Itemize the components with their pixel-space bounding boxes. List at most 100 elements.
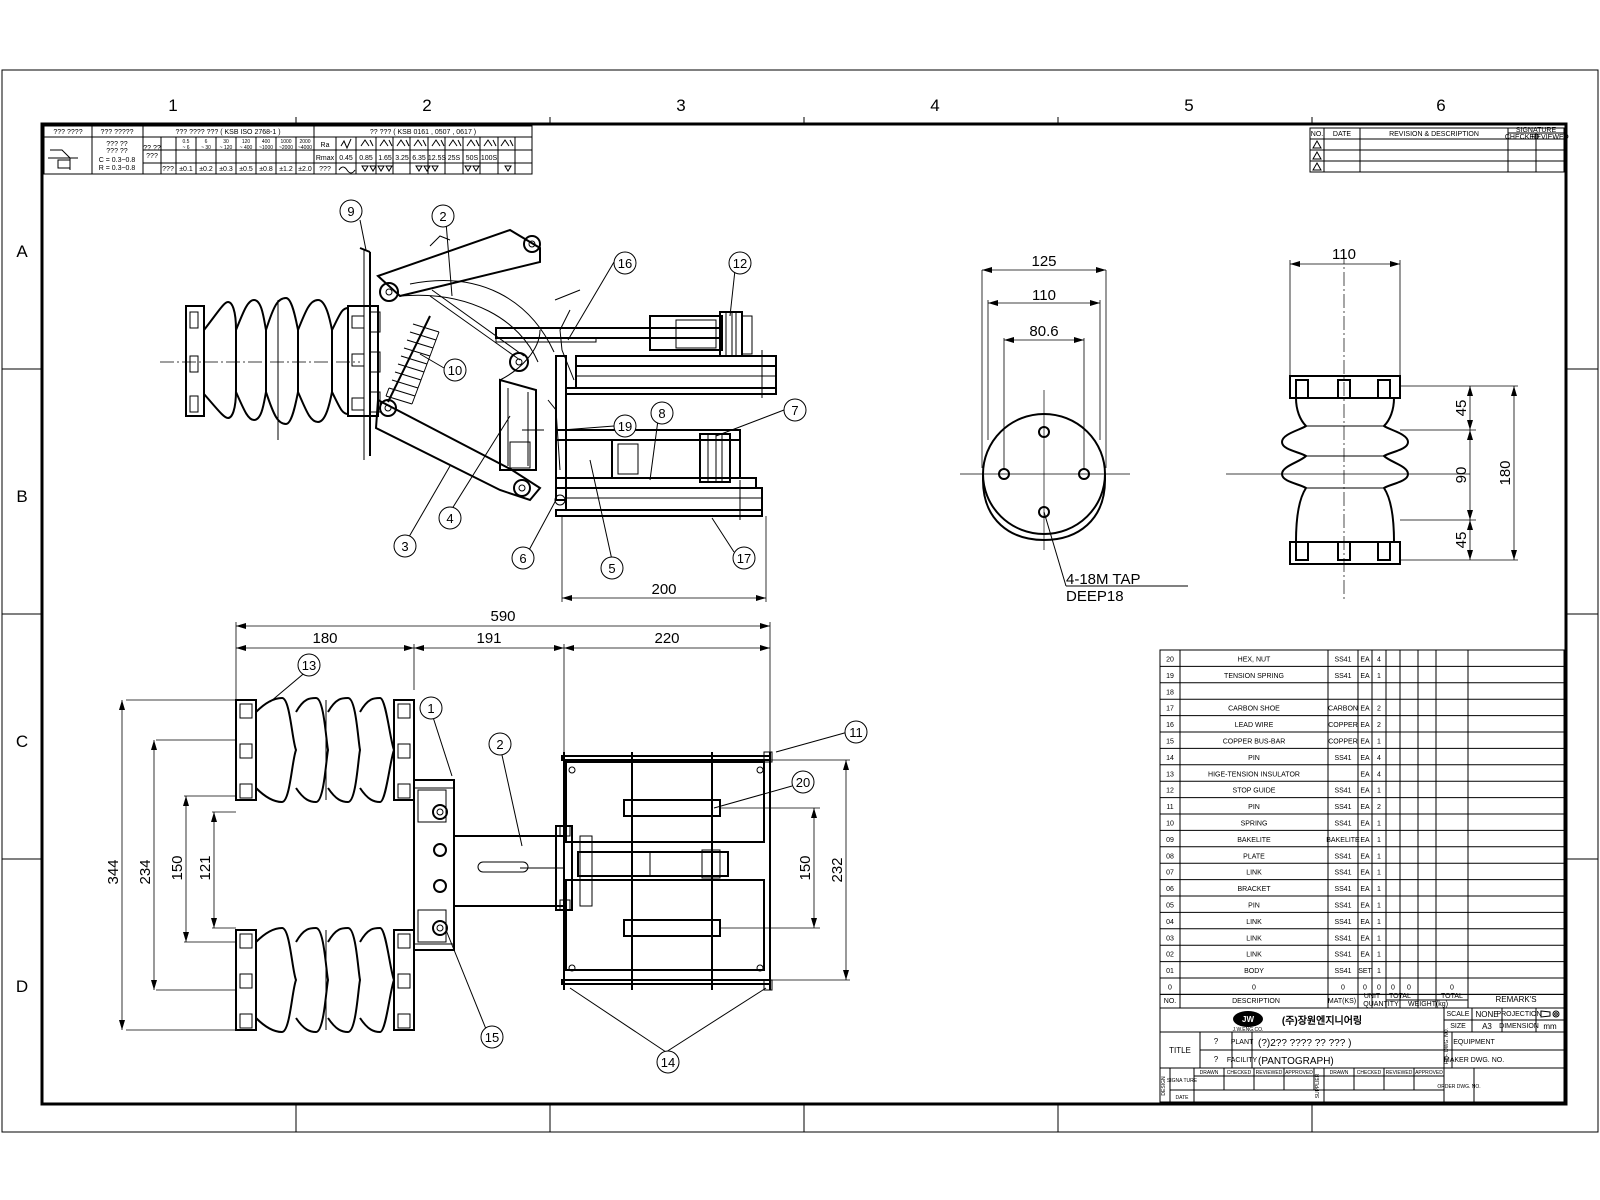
tol-h3: ??? ???? ??? ( KSB ISO 2768-1 ) (175, 129, 280, 136)
dim-180b-text: 180 (312, 630, 337, 647)
tol-range-2-0: 30 (223, 139, 229, 145)
bom-qty-16: 1 (1377, 919, 1381, 926)
bom-desc-1: TENSION SPRING (1224, 673, 1284, 680)
bom-qty-19: 1 (1377, 968, 1381, 975)
dim-590-text: 590 (490, 608, 515, 625)
bom-mat-19: SS41 (1334, 968, 1351, 975)
title-label: TITLE (1169, 1046, 1191, 1055)
balloon-markers (297, 199, 868, 1074)
bom-h-unit: UNIT (1364, 993, 1381, 1000)
bom-no-9: 11 (1166, 804, 1173, 811)
balloon-3: 3 (401, 539, 408, 554)
maker-dwg-label: MAKER DWG. NO. (1444, 1057, 1504, 1064)
bom-no-6: 14 (1166, 755, 1174, 762)
bom-mat-3: CARBON (1328, 706, 1358, 713)
bom-mat-20: 0 (1341, 985, 1345, 992)
bom-qty-9: 2 (1377, 804, 1381, 811)
tol-0-1: ±0.1 (179, 166, 193, 173)
bom-mat-6: SS41 (1334, 755, 1351, 762)
dim-234-text: 234 (137, 859, 154, 884)
bom-qty-0: 4 (1377, 657, 1381, 664)
size-value: A3 (1482, 1022, 1492, 1031)
bom-no-5: 15 (1166, 739, 1174, 746)
reviewed-label: REVIEWED (1256, 1070, 1283, 1076)
balloon-19: 19 (618, 419, 632, 434)
tol-rough-5: 12.5S (428, 155, 447, 162)
bom-unit-8: EA (1360, 788, 1370, 795)
bom-mat-1: SS41 (1334, 673, 1351, 680)
insulator-view: 110 45 90 45 180 (1226, 246, 1518, 600)
ref-dwg-label: REF. DWG. NO. (1444, 1028, 1450, 1064)
bom-no-8: 12 (1166, 788, 1174, 795)
rev-reviewed: REVIEWED (1531, 134, 1568, 141)
bom-qty-12: 1 (1377, 853, 1381, 860)
dim-125-text: 125 (1031, 253, 1056, 270)
bom-desc-11: BAKELITE (1237, 837, 1271, 844)
drawn-label-2: DRAWN (1330, 1070, 1349, 1076)
bom-no-3: 17 (1166, 706, 1174, 713)
bom-qty-7: 4 (1377, 771, 1381, 778)
dim-80-6-text: 80.6 (1029, 323, 1058, 340)
bom-unit-5: EA (1360, 739, 1370, 746)
reviewed-label-2: REVIEWED (1386, 1070, 1413, 1076)
bom-unit-11: EA (1360, 837, 1370, 844)
tol-range-3-0: 120 (242, 139, 251, 145)
tol-ra: Ra (321, 142, 330, 149)
dim-200-text: 200 (651, 581, 676, 598)
bom-mat-9: SS41 (1334, 804, 1351, 811)
zone-col-6: 6 (1436, 96, 1445, 115)
bom-no-13: 07 (1166, 870, 1174, 877)
tol-h4: ?? ??? ( KSB 0161 , 0507 , 0617 ) (370, 129, 476, 136)
tol-grade: ?? ?? (143, 145, 161, 152)
dim-200: 200 (561, 516, 767, 602)
tol-h1: ??? ???? (53, 129, 82, 136)
bom-no-2: 18 (1166, 689, 1174, 696)
bom-no-10: 10 (1166, 821, 1174, 828)
bom-desc-17: LINK (1246, 935, 1262, 942)
tol-range-3-1: ~ 400 (240, 145, 253, 151)
balloon-8: 8 (658, 406, 665, 421)
bom-mat-10: SS41 (1334, 821, 1351, 828)
dim-110-text: 110 (1032, 287, 1056, 304)
tol-range-5-0: 1000 (280, 139, 291, 145)
drawing-name-line1: (?)2?? ???? ?? ??? ) (1258, 1038, 1351, 1049)
bom-qty-14: 1 (1377, 886, 1381, 893)
zone-col-2: 2 (422, 96, 431, 115)
dim-232-text: 232 (829, 857, 846, 882)
dim-344-text: 344 (105, 859, 122, 884)
bom-h-total: TOTAL (1389, 993, 1411, 1000)
bom-no-14: 06 (1166, 886, 1174, 893)
tol-range-6-0: 2000 (299, 139, 310, 145)
tol-range-5-1: ~2000 (279, 145, 293, 151)
bom-unit-10: EA (1360, 821, 1370, 828)
dim-45a-text: 45 (1453, 400, 1470, 417)
bom-mat-4: COPPER (1328, 722, 1358, 729)
tol-rough-6: 25S (448, 155, 461, 162)
tol-range-4-0: 400 (262, 139, 271, 145)
bom-no-11: 09 (1166, 837, 1174, 844)
bom-no-12: 08 (1166, 853, 1174, 860)
tol-rough-7: 50S (466, 155, 479, 162)
bom-mat-18: SS41 (1334, 952, 1351, 959)
bom-mat-15: SS41 (1334, 903, 1351, 910)
date-label: DATE (1176, 1095, 1190, 1101)
drawing-name-line2: (PANTOGRAPH) (1258, 1056, 1334, 1067)
balloon-9: 9 (347, 204, 354, 219)
zone-ticks (2, 117, 1598, 1132)
bom-weight-20: 0 (1407, 985, 1411, 992)
bom-qty-20: 0 (1377, 985, 1381, 992)
bom-no-18: 02 (1166, 952, 1174, 959)
tol-2-0: ±2.0 (298, 166, 312, 173)
dim-180-text: 180 (1497, 460, 1514, 485)
company-name: (주)장원엔지니어링 (1282, 1014, 1362, 1027)
balloon-4: 4 (446, 511, 453, 526)
tol-1-2: ±1.2 (279, 166, 293, 173)
bom-mat-14: SS41 (1334, 886, 1351, 893)
balloon-15: 15 (485, 1030, 499, 1045)
plant-q: ? (1214, 1037, 1219, 1046)
balloon-7: 7 (791, 403, 798, 418)
zone-row-a: A (16, 242, 28, 261)
dim-191-text: 191 (476, 630, 501, 647)
facility-label: FACILITY (1227, 1057, 1258, 1064)
